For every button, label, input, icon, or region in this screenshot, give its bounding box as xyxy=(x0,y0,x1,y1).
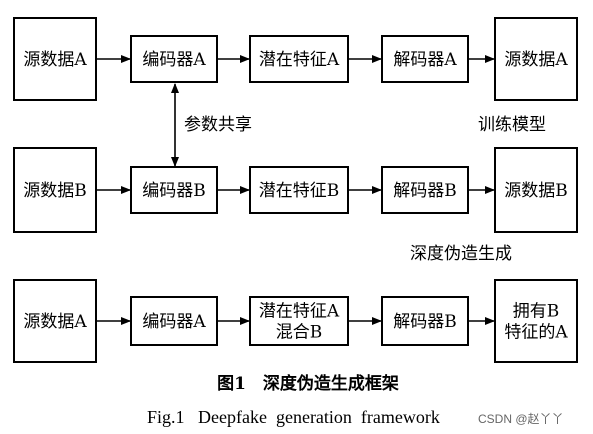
row2-encoder-box xyxy=(130,166,218,214)
row2-output-box-label: 源数据B xyxy=(504,181,568,201)
row3-source-box-label: 源数据A xyxy=(23,312,87,332)
figure-caption-en: Fig.1 Deepfake generation framework xyxy=(147,407,440,427)
row3-encoder-box-label: 编码器A xyxy=(142,312,206,332)
row3-decoder-box xyxy=(381,296,469,346)
row2-source-box-label: 源数据B xyxy=(23,181,87,201)
row1-decoder-box xyxy=(381,35,469,83)
row3-output-box-label: 特征的A xyxy=(504,323,568,343)
row3-decoder-box-label: 解码器B xyxy=(393,312,457,332)
row2-decoder-box-label: 解码器B xyxy=(393,181,457,201)
row3-source-box xyxy=(13,279,97,363)
shared-params-label: 参数共享 xyxy=(184,115,252,135)
row1-latent-feature-box-label: 潜在特征A xyxy=(259,50,340,70)
diagram-rows: 源数据A 编码器A 潜在特征A 解码器A 源数据A 源数据B 编码器B 潜在特征B 解码器B 源数… xyxy=(13,17,578,363)
train-model-label: 训练模型 xyxy=(478,115,546,135)
row2-encoder-box-label: 编码器B xyxy=(142,181,206,201)
csdn-watermark: CSDN @赵丫丫 xyxy=(478,412,564,426)
figure-caption-cn: 图1 深度伪造生成框架 xyxy=(217,373,399,394)
row2-latent-feature-box-label: 潜在特征B xyxy=(259,181,340,201)
deepfake-generation-label: 深度伪造生成 xyxy=(410,244,512,264)
row2-output-box xyxy=(494,147,578,233)
row1-encoder-box-label: 编码器A xyxy=(142,50,206,70)
row2-source-box xyxy=(13,147,97,233)
row2-latent-feature-box xyxy=(249,166,349,214)
row3-latent-feature-box xyxy=(249,296,349,346)
row3-latent-feature-box-label: 潜在特征A xyxy=(259,302,340,322)
row3-output-box xyxy=(494,279,578,363)
row1-source-box xyxy=(13,17,97,101)
row2-decoder-box xyxy=(381,166,469,214)
row1-source-box-label: 源数据A xyxy=(23,50,87,70)
row1-output-box-label: 源数据A xyxy=(504,50,568,70)
row1-encoder-box xyxy=(130,35,218,83)
row1-decoder-box-label: 解码器A xyxy=(393,50,457,70)
row3-latent-feature-box-label: 混合B xyxy=(276,323,323,343)
row1-latent-feature-box xyxy=(249,35,349,83)
row1-output-box xyxy=(494,17,578,101)
row3-output-box-label: 拥有B xyxy=(513,302,560,322)
